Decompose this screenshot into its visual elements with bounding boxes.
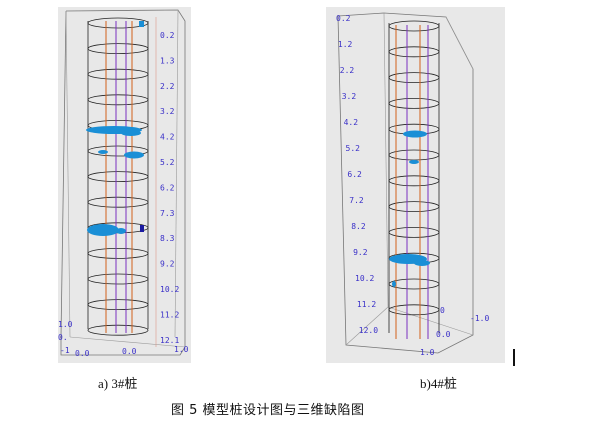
axis-label: 0. bbox=[58, 333, 68, 342]
defect-zone bbox=[98, 150, 108, 154]
box-edge bbox=[383, 12, 389, 308]
defect-zone bbox=[121, 130, 141, 136]
depth-label: 3.2 bbox=[160, 107, 175, 116]
bounding-box bbox=[337, 12, 474, 354]
depth-label: 3.2 bbox=[342, 92, 357, 101]
axis-label: 1.0 bbox=[174, 345, 189, 354]
pile-ring bbox=[87, 68, 149, 80]
depth-label: 6.2 bbox=[160, 183, 175, 192]
pile-ring bbox=[388, 46, 440, 58]
caption-b: b)4#桩 bbox=[420, 376, 457, 391]
depth-label: 12.0 bbox=[359, 326, 378, 335]
box-edge bbox=[174, 9, 179, 338]
depth-label: 8.2 bbox=[351, 222, 366, 231]
depth-label: 2.2 bbox=[160, 82, 175, 91]
depth-label: 12.1 bbox=[160, 336, 179, 345]
defect-zone bbox=[392, 281, 396, 287]
text-cursor bbox=[513, 349, 515, 366]
box-edge bbox=[345, 306, 389, 346]
box-edge bbox=[387, 306, 474, 336]
pile-ring bbox=[87, 94, 149, 106]
depth-label: 1.2 bbox=[338, 40, 353, 49]
depth-label: 5.2 bbox=[346, 144, 361, 153]
axis-label: -1.0 bbox=[470, 314, 489, 323]
pile-ring bbox=[87, 17, 149, 29]
pile-ring bbox=[87, 171, 149, 183]
depth-label: 10.2 bbox=[355, 274, 374, 283]
panel-a-3d-view: 0.2 1.3 2.2 3.2 4.2 5.2 6.2 7.3 8.3 9.2 10.2 11.2 12… bbox=[58, 7, 191, 363]
depth-label: 7.2 bbox=[349, 196, 364, 205]
figure-title: 图 5 模型桩设计图与三维缺陷图 bbox=[171, 403, 365, 418]
defect-zone bbox=[87, 224, 119, 236]
bounding-box bbox=[60, 9, 186, 356]
pile-3-defect-plot: 0.2 1.3 2.2 3.2 4.2 5.2 6.2 7.3 8.3 9.2 10.2 11.2 12… bbox=[58, 7, 191, 363]
axis-label: 0.0 bbox=[436, 330, 451, 339]
depth-label: 7.3 bbox=[160, 209, 175, 218]
defect-zone bbox=[139, 21, 144, 27]
depth-label: 4.2 bbox=[160, 133, 175, 142]
defect-zone bbox=[124, 151, 144, 159]
depth-label: 10.2 bbox=[160, 285, 179, 294]
pile-ring bbox=[388, 304, 440, 316]
axis-label: 0 bbox=[440, 306, 445, 315]
depth-label: 0.2 bbox=[336, 14, 351, 23]
box-edge bbox=[65, 10, 71, 338]
depth-label: 8.3 bbox=[160, 234, 175, 243]
box-edge bbox=[445, 16, 474, 70]
pile-ring bbox=[388, 226, 440, 238]
pile-ring bbox=[388, 98, 440, 109]
panel-b-3d-view: 0.2 1.2 2.2 3.2 4.2 5.2 6.2 7.2 8.2 9.2 10.2 11.2 12… bbox=[326, 7, 505, 363]
defect-zone bbox=[414, 260, 430, 266]
pile-ring bbox=[87, 273, 149, 285]
pile-ring bbox=[87, 247, 149, 259]
depth-label: 11.2 bbox=[160, 310, 179, 319]
axis-label: 0.0 bbox=[122, 347, 137, 356]
defect-zone bbox=[140, 225, 144, 232]
pile-ring bbox=[388, 201, 440, 213]
pile-ring bbox=[388, 175, 440, 187]
depth-label: 0.2 bbox=[160, 31, 175, 40]
pile-ring bbox=[87, 324, 149, 336]
caption-a: a) 3#桩 bbox=[98, 376, 138, 391]
axis-label: 0.0 bbox=[75, 349, 90, 358]
depth-label: 9.2 bbox=[353, 248, 368, 257]
depth-label: 11.2 bbox=[357, 300, 376, 309]
pile-ring bbox=[87, 299, 149, 311]
pile-ring bbox=[388, 278, 440, 290]
pile-ring bbox=[87, 196, 149, 208]
depth-label: 1.3 bbox=[160, 56, 175, 65]
depth-label: 9.2 bbox=[160, 260, 175, 269]
pile-4-defect-plot: 0.2 1.2 2.2 3.2 4.2 5.2 6.2 7.2 8.2 9.2 10.2 11.2 12… bbox=[326, 7, 505, 363]
depth-label: 6.2 bbox=[347, 170, 362, 179]
pile-ring bbox=[388, 20, 440, 32]
defect-zone bbox=[403, 130, 427, 138]
defect-zone bbox=[409, 160, 419, 164]
depth-label: 4.2 bbox=[344, 118, 359, 127]
pile-ring bbox=[388, 72, 440, 83]
axis-label: -1 bbox=[60, 346, 70, 355]
pile-ring bbox=[87, 145, 149, 157]
axis-label: 1.0 bbox=[58, 320, 73, 329]
axis-label: 1.0 bbox=[420, 348, 435, 357]
depth-label: 5.2 bbox=[160, 158, 175, 167]
defect-zone bbox=[116, 228, 126, 234]
box-edge bbox=[69, 336, 186, 348]
pile-ring bbox=[87, 43, 149, 54]
depth-label: 2.2 bbox=[340, 66, 355, 75]
